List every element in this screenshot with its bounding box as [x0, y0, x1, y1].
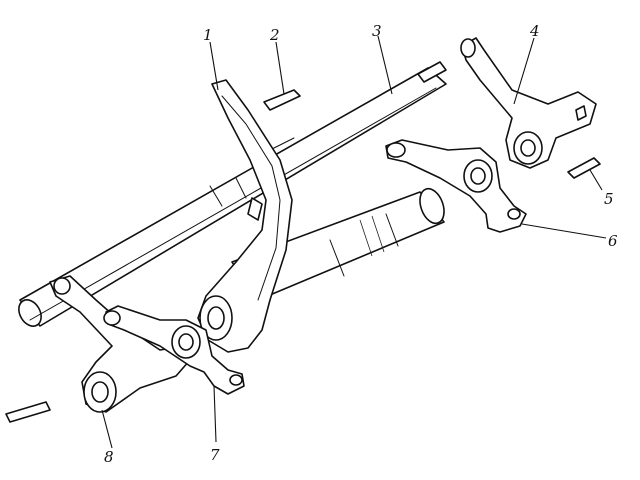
fork-lever-part-6: [385, 139, 527, 233]
loose-key-lower-left: [5, 401, 51, 423]
leader-7: [213, 385, 217, 443]
leader-3: [377, 35, 393, 95]
shaft-part-3: [18, 61, 447, 327]
callout-5: 5: [604, 190, 614, 208]
lever-part-8: [49, 275, 191, 413]
bent-lever-part-1: [197, 79, 293, 353]
leader-6: [521, 223, 607, 239]
key-part-5: [567, 157, 601, 179]
callout-8: 8: [104, 448, 114, 466]
callout-6: 6: [608, 232, 618, 250]
key-part-2: [263, 89, 301, 111]
callout-3: 3: [372, 22, 382, 40]
leader-lines: [101, 35, 607, 449]
leader-8: [101, 409, 113, 449]
callout-labels: 1 2 3 4 5 6 7 8: [104, 22, 618, 466]
callout-1: 1: [203, 26, 213, 44]
callout-4: 4: [529, 22, 540, 40]
leader-4: [513, 37, 535, 105]
callout-7: 7: [210, 446, 220, 464]
fork-lever-part-7: [103, 305, 245, 395]
callout-2: 2: [269, 26, 280, 44]
lever-part-4: [460, 37, 597, 169]
leader-1: [209, 41, 219, 91]
leader-2: [275, 41, 285, 95]
leader-5: [589, 169, 603, 191]
